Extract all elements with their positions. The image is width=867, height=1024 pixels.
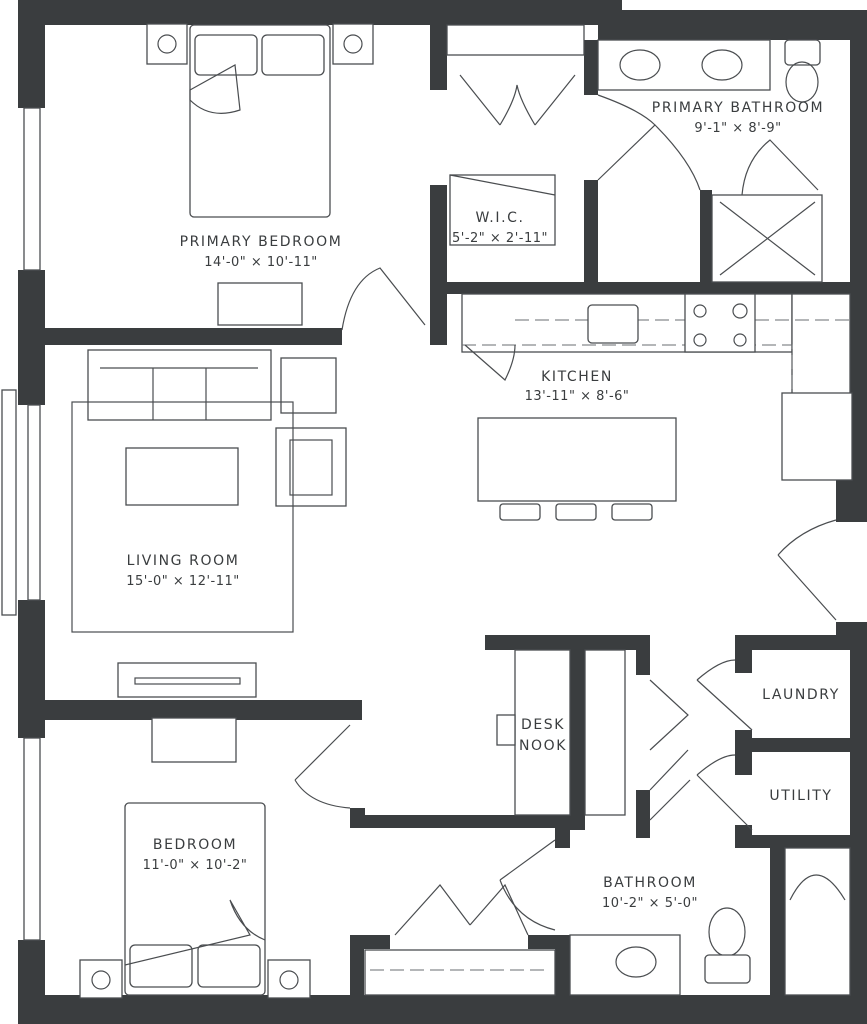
primary-bedroom-size: 14'-0" × 10'-11" <box>204 255 318 270</box>
sofa <box>87 349 272 421</box>
side-table <box>280 357 337 414</box>
coffee-table <box>125 447 239 506</box>
windows <box>1 107 41 941</box>
doors <box>294 94 837 931</box>
living-room-label: LIVING ROOM <box>127 553 240 569</box>
bathroom-label: BATHROOM <box>603 875 697 891</box>
walls <box>18 0 867 1024</box>
desk-nook-label-2: NOOK <box>519 738 567 754</box>
wic-size: 5'-2" × 2'-11" <box>452 231 548 246</box>
wardrobe <box>446 24 585 56</box>
refrigerator <box>781 392 853 481</box>
tv-console <box>117 662 257 698</box>
utility-label: UTILITY <box>769 788 832 804</box>
nightstand <box>332 23 374 65</box>
primary-bathroom-size: 9'-1" × 8'-9" <box>694 121 781 136</box>
wic-label: W.I.C. <box>475 210 524 226</box>
bathtub <box>784 847 851 996</box>
nightstand <box>267 959 311 999</box>
living-room-size: 15'-0" × 12'-11" <box>126 574 240 589</box>
bedroom-label: BEDROOM <box>153 837 237 853</box>
desk <box>151 717 237 763</box>
range <box>684 293 756 353</box>
bench <box>217 282 303 326</box>
sink <box>587 304 639 344</box>
furniture <box>71 23 853 999</box>
room-labels: PRIMARY BEDROOM 14'-0" × 10'-11" PRIMARY… <box>126 100 840 911</box>
rug <box>71 401 294 633</box>
nightstand <box>79 959 123 999</box>
linen-closet <box>584 649 626 816</box>
primary-bathroom-label: PRIMARY BATHROOM <box>652 100 824 116</box>
desk-nook-label-1: DESK <box>521 717 565 733</box>
bathroom-size: 10'-2" × 5'-0" <box>602 896 698 911</box>
primary-bedroom-label: PRIMARY BEDROOM <box>180 234 343 250</box>
bedroom-size: 11'-0" × 10'-2" <box>143 858 248 873</box>
armchair <box>275 427 347 507</box>
kitchen-size: 13'-11" × 8'-6" <box>525 389 630 404</box>
kitchen-label: KITCHEN <box>541 369 613 385</box>
desk <box>514 649 571 816</box>
nightstand <box>146 23 188 65</box>
kitchen-island <box>477 417 677 502</box>
laundry-label: LAUNDRY <box>762 687 840 703</box>
